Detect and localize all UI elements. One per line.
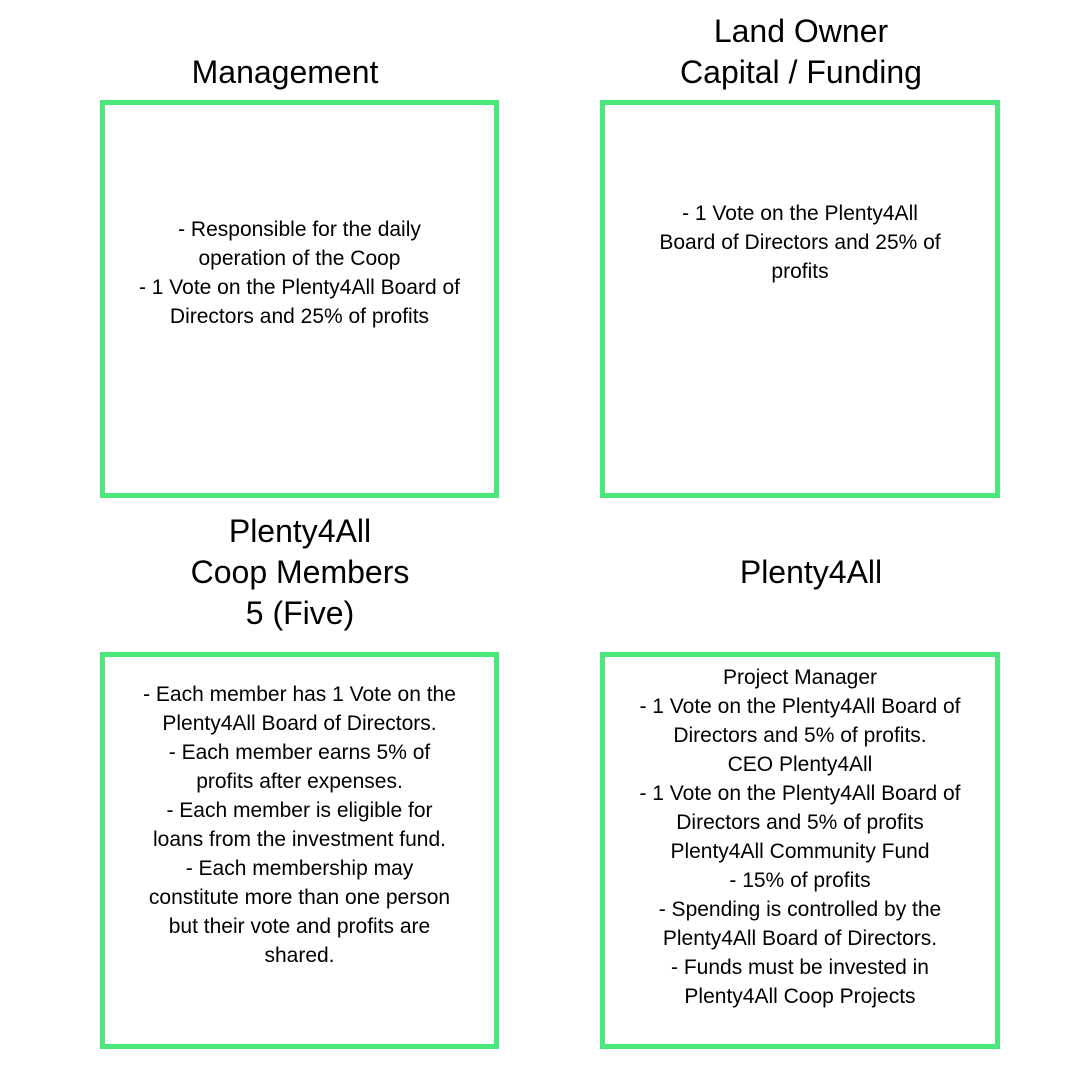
plenty4all-description: Project Manager - 1 Vote on the Plenty4A… <box>639 665 961 1008</box>
land-owner-box: - 1 Vote on the Plenty4All Board of Dire… <box>600 100 1000 498</box>
coop-members-description: - Each member has 1 Vote on the Plenty4A… <box>143 682 456 967</box>
coop-members-box: - Each member has 1 Vote on the Plenty4A… <box>100 652 499 1049</box>
management-description: - Responsible for the daily operation of… <box>138 218 461 328</box>
plenty4all-title: Plenty4All <box>739 554 883 590</box>
land-owner-title: Land Owner Capital / Funding <box>680 13 922 90</box>
management-box: - Responsible for the daily operation of… <box>100 100 499 498</box>
plenty4all-box: Project Manager - 1 Vote on the Plenty4A… <box>600 652 1000 1049</box>
coop-members-title: Plenty4All Coop Members 5 (Five) <box>190 513 410 631</box>
land-owner-description: - 1 Vote on the Plenty4All Board of Dire… <box>659 201 941 283</box>
management-title: Management <box>191 54 379 90</box>
